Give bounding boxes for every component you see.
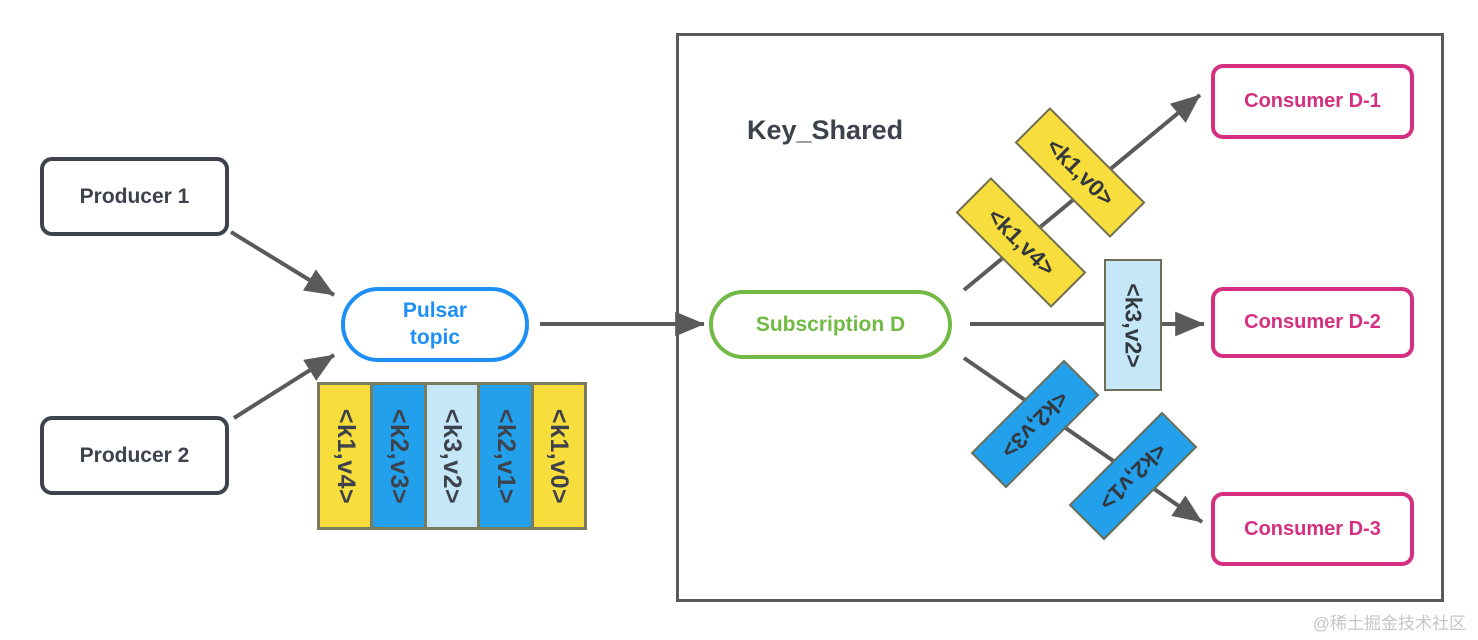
pulsar-topic-node[interactable]: Pulsar topic <box>341 287 529 362</box>
pulsar-topic-label-line2: topic <box>409 325 461 349</box>
queue-cell[interactable]: <k3,v2> <box>426 385 481 527</box>
consumer-d-2-label: Consumer D-2 <box>1244 311 1381 333</box>
arrow-producer2-to-topic <box>232 353 336 420</box>
queue-cell-label: <k1,v4> <box>331 408 360 504</box>
queue-cell-label: <k1,v0> <box>545 408 574 504</box>
queue-cell[interactable]: <k1,v4> <box>320 385 374 527</box>
queue-cell[interactable]: <k2,v3> <box>373 385 427 527</box>
consumer-d-3-box[interactable]: Consumer D-3 <box>1211 492 1414 566</box>
queue-cell[interactable]: <k2,v1> <box>480 385 534 527</box>
queue-cell-label: <k3,v2> <box>438 408 467 504</box>
consumer-d-1-label: Consumer D-1 <box>1244 90 1381 112</box>
arrow-subscription-to-consumer-3 <box>962 356 1204 524</box>
key-shared-title: Key_Shared <box>747 115 904 145</box>
producer-1-label: Producer 1 <box>79 184 190 208</box>
watermark: @稀土掘金技术社区 <box>1312 614 1466 633</box>
queue-cell[interactable]: <k1,v0> <box>533 385 585 527</box>
pulsar-topic-label-line1: Pulsar <box>402 299 468 323</box>
consumer-d-2-box[interactable]: Consumer D-2 <box>1211 287 1414 358</box>
subscription-d-label: Subscription D <box>755 312 906 336</box>
queue-cell-label: <k2,v3> <box>385 408 414 504</box>
routed-message-label: <k3,v2> <box>1120 282 1147 368</box>
queue-cell-label: <k2,v1> <box>491 408 520 504</box>
subscription-d-node[interactable]: Subscription D <box>709 290 952 359</box>
key-shared-group-frame <box>676 33 1444 602</box>
producer-2-label: Producer 2 <box>79 443 190 467</box>
consumer-d-1-box[interactable]: Consumer D-1 <box>1211 64 1414 139</box>
consumer-d-3-label: Consumer D-3 <box>1244 517 1381 540</box>
message-queue: <k1,v4> <k2,v3> <k3,v2> <k2,v1> <k1,v0> <box>317 382 587 530</box>
producer-2-box[interactable]: Producer 2 <box>40 416 229 495</box>
producer-1-box[interactable]: Producer 1 <box>40 157 229 236</box>
routed-message-tile[interactable]: <k3,v2> <box>1104 259 1162 391</box>
arrow-producer1-to-topic <box>229 230 336 297</box>
